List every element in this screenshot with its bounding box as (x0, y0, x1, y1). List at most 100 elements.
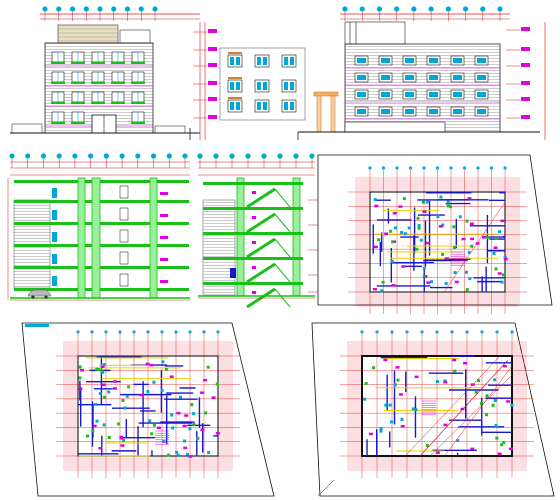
level-tag-icon (401, 265, 406, 268)
grid-bubble-icon (135, 153, 141, 159)
grid-bubble-icon (503, 166, 507, 170)
grid-bubble-icon (489, 166, 494, 170)
grid-bubble-icon (497, 6, 503, 12)
grid-bubble-icon (119, 153, 125, 159)
level-tag-icon (252, 191, 256, 194)
level-tag-icon (176, 411, 181, 415)
level-tag-icon (145, 362, 150, 366)
plan-3 (311, 322, 555, 497)
window-icon (119, 273, 129, 287)
level-tag-icon (383, 358, 388, 362)
level-tag-icon (395, 366, 400, 369)
level-tag-icon (391, 284, 396, 287)
grid-bubble-icon (368, 166, 372, 170)
level-tag-icon (460, 407, 465, 411)
level-tag-icon (435, 451, 440, 454)
level-tag-icon (521, 47, 530, 51)
level-tag-icon (182, 424, 187, 428)
level-tag-icon (120, 444, 125, 447)
grid-bubble-icon (118, 330, 122, 334)
grid-bubble-icon (342, 6, 348, 12)
level-tag-icon (160, 280, 168, 283)
grid-bubble-icon (160, 330, 164, 334)
grid-bubble-icon (394, 6, 400, 12)
grid-bubble-icon (132, 330, 136, 334)
grid-bubble-icon (390, 330, 394, 334)
level-tag-icon (252, 216, 256, 219)
grid-bubble-icon (395, 166, 399, 170)
window-icon (119, 229, 129, 243)
level-tag-icon (508, 447, 513, 451)
level-tag-icon (112, 387, 117, 390)
grid-bubble-icon (111, 6, 117, 12)
grid-bubble-icon (72, 153, 78, 159)
level-tag-icon (502, 364, 507, 368)
level-tag-icon (119, 436, 124, 440)
level-tag-icon (503, 257, 508, 261)
level-tag-icon (208, 47, 217, 51)
level-tag-icon (211, 396, 216, 399)
grid-bubble-icon (277, 153, 283, 159)
level-tag-icon (463, 361, 468, 365)
level-tag-icon (203, 378, 208, 382)
level-tag-icon (444, 257, 449, 260)
level-tag-icon (400, 425, 405, 428)
level-tag-icon (101, 383, 106, 387)
grid-bubble-icon (428, 6, 434, 12)
level-tag-icon (481, 236, 486, 239)
level-tag-icon (184, 414, 189, 417)
level-tag-icon (149, 363, 154, 367)
car-icon (27, 289, 52, 299)
level-tag-icon (208, 81, 217, 85)
level-tag-icon (215, 432, 220, 435)
grid-bubble-icon (174, 330, 178, 334)
grid-bubble-icon (202, 330, 206, 334)
grid-bubble-icon (261, 153, 267, 159)
level-tag-icon (169, 375, 174, 378)
level-tag-icon (443, 423, 448, 427)
grid-bubble-icon (422, 166, 426, 170)
side-elevation (297, 6, 546, 140)
grid-bubble-icon (480, 6, 486, 12)
section-a (7, 153, 190, 301)
level-tag-icon (372, 287, 377, 291)
level-tag-icon (426, 241, 431, 245)
grid-bubble-icon (150, 153, 157, 159)
level-tag-icon (497, 452, 502, 456)
level-tag-icon (521, 115, 530, 119)
grid-bubble-icon (97, 6, 103, 12)
level-tag-icon (500, 219, 505, 223)
level-tag-icon (469, 222, 474, 226)
level-tag-icon (208, 97, 217, 101)
grid-bubble-icon (510, 330, 514, 334)
grid-bubble-icon (245, 153, 251, 159)
level-tag-icon (160, 214, 168, 217)
level-tag-icon (438, 225, 443, 228)
level-tag-icon (521, 97, 530, 101)
level-tag-icon (160, 236, 168, 239)
level-tag-icon (506, 400, 511, 403)
level-tag-icon (452, 358, 457, 362)
grid-bubble-icon (408, 166, 413, 170)
level-tag-icon (392, 212, 397, 215)
grid-bubble-icon (182, 153, 188, 159)
level-tag-icon (160, 258, 168, 261)
level-tag-icon (188, 455, 193, 458)
grid-bubble-icon (435, 330, 439, 334)
grid-bubble-icon (495, 330, 499, 334)
level-tag-icon (139, 393, 144, 397)
level-tag-icon (467, 197, 472, 200)
front-elevation (10, 6, 217, 140)
level-tag-icon (92, 424, 97, 428)
level-tag-icon (470, 447, 475, 451)
grid-bubble-icon (480, 330, 484, 334)
level-tag-icon (422, 210, 427, 213)
grid-bubble-icon (435, 166, 440, 170)
grid-bubble-icon (88, 153, 94, 159)
level-tag-icon (113, 380, 118, 383)
level-tag-icon (200, 428, 205, 432)
level-tag-icon (373, 245, 378, 249)
grid-bubble-icon (138, 6, 144, 12)
grid-bubble-icon (216, 330, 220, 334)
